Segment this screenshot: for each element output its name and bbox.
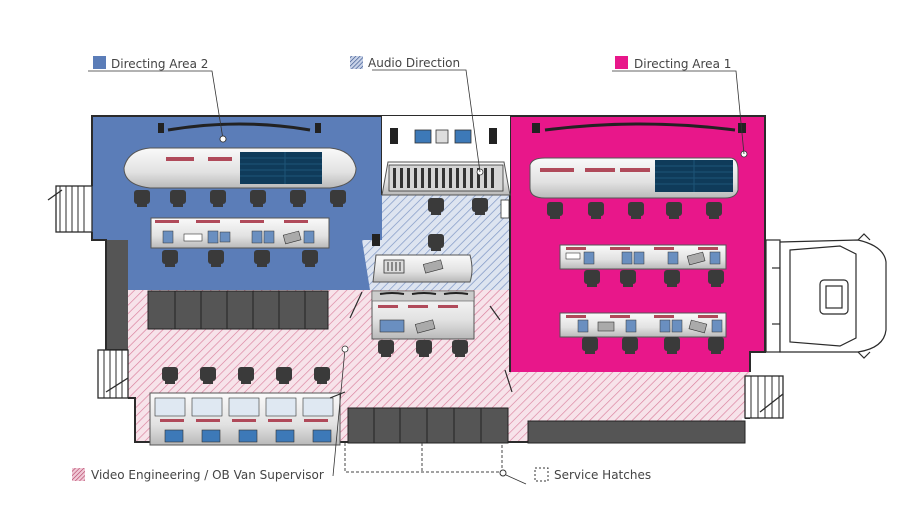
chair (664, 337, 680, 354)
chair (254, 250, 270, 267)
chair (210, 190, 226, 207)
chair (472, 198, 488, 215)
chair (416, 340, 432, 357)
label-directing-area-2: Directing Area 2 (111, 57, 209, 71)
label-video-engineering: Video Engineering / OB Van Supervisor (91, 468, 324, 482)
chair (378, 340, 394, 357)
chair (302, 250, 318, 267)
label-service-hatches: Service Hatches (554, 468, 652, 482)
chair (708, 337, 724, 354)
chair (547, 202, 563, 219)
chair (162, 250, 178, 267)
racks-left (147, 290, 329, 330)
chair (428, 198, 444, 215)
chair (276, 367, 292, 384)
swatch-video-engineering (72, 468, 85, 481)
chair (706, 202, 722, 219)
chair (628, 202, 644, 219)
directing-area-1-furniture (529, 122, 748, 338)
video-engineering-console (149, 392, 341, 446)
chair (170, 190, 186, 207)
chair (208, 250, 224, 267)
chair (452, 340, 468, 357)
chair (588, 202, 604, 219)
leader-lines (88, 69, 745, 477)
chair (134, 190, 150, 207)
service-hatches-lines (344, 443, 503, 473)
rack-bottom-right (527, 420, 746, 444)
chair (162, 367, 178, 384)
swatch-service-hatches (534, 467, 549, 482)
swatch-directing-area-2 (93, 56, 106, 69)
chair (250, 190, 266, 207)
swatch-directing-area-1 (615, 56, 628, 69)
label-directing-area-1: Directing Area 1 (634, 57, 732, 71)
label-audio-direction: Audio Direction (368, 56, 461, 70)
chair (620, 270, 636, 287)
video-engineering-desk-center (371, 290, 475, 340)
chair (428, 234, 444, 251)
chair (664, 270, 680, 287)
chair (582, 337, 598, 354)
chair (290, 190, 306, 207)
chair (200, 367, 216, 384)
chair (666, 202, 682, 219)
stairs-left-bottom (97, 349, 129, 399)
chairs (134, 190, 724, 384)
chair (708, 270, 724, 287)
directing-area-2-furniture (123, 122, 357, 249)
chair (238, 367, 254, 384)
stairs-right-bottom (744, 375, 784, 419)
truck-cab (765, 233, 887, 359)
chair (584, 270, 600, 287)
stairs-left-top (47, 185, 93, 233)
audio-direction-furniture (372, 116, 511, 283)
chair (314, 367, 330, 384)
chair (622, 337, 638, 354)
chair (330, 190, 346, 207)
racks-bottom (347, 407, 509, 444)
swatch-audio-direction (350, 56, 363, 69)
